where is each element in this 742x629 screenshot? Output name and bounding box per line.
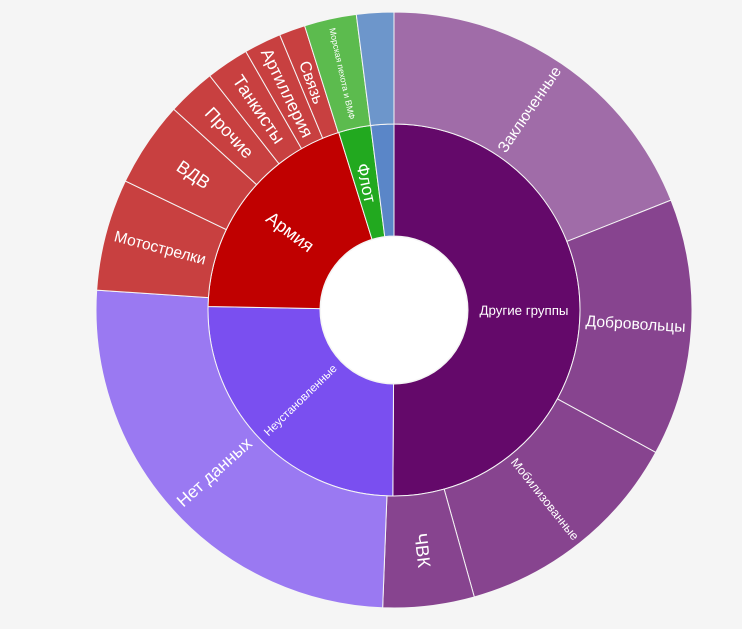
inner-ring [207, 123, 581, 497]
outer-label-чвк: ЧВК [410, 532, 434, 569]
inner-label-другие-группы: Другие группы [479, 303, 568, 318]
outer-segment-нет-данных[interactable] [95, 289, 388, 609]
outer-segment-заключенные[interactable] [393, 11, 672, 243]
outer-label-добровольцы: Добровольцы [585, 313, 686, 336]
center-hole [321, 237, 467, 383]
outer-segment-unlabeled-12[interactable] [355, 11, 395, 127]
outer-ring [95, 11, 693, 609]
